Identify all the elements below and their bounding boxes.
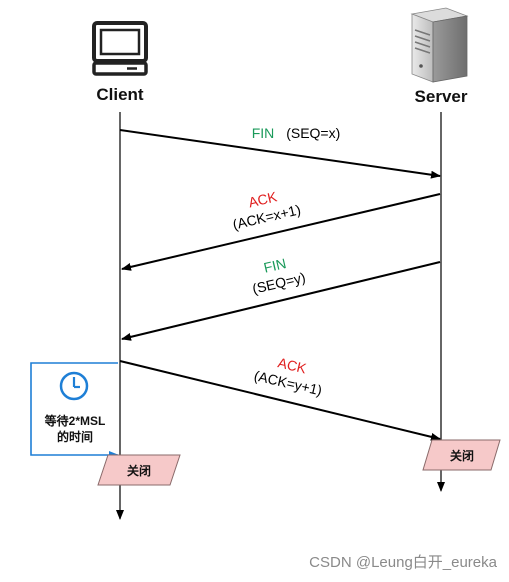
wait-box-line2: 的时间 — [57, 429, 93, 444]
message-arrow-ack-client-to-server — [119, 360, 441, 441]
message-1-detail: (SEQ=x) — [286, 125, 340, 141]
message-2-keyword: ACK — [247, 188, 279, 210]
computer-monitor-icon — [92, 21, 148, 76]
client-closed-label: 关闭 — [127, 463, 151, 478]
message-4-keyword: ACK — [276, 354, 308, 376]
message-arrow-fin-client-to-server — [119, 129, 441, 179]
message-arrow-fin-server-to-client — [121, 261, 441, 341]
server-tower-icon — [410, 7, 469, 83]
client-label: Client — [96, 85, 144, 104]
message-label-3: FIN (SEQ=y) — [251, 255, 307, 297]
server-closed-shape — [422, 439, 501, 471]
server-closed-label: 关闭 — [450, 448, 474, 463]
client-closed-state: 关闭 — [97, 454, 181, 486]
message-arrow-ack-server-to-client — [121, 193, 441, 271]
message-3-keyword: FIN — [262, 255, 288, 276]
wait-2msl-box: 等待2*MSL 的时间 — [30, 362, 119, 459]
client-closed-shape — [97, 454, 181, 486]
clock-icon — [59, 371, 89, 401]
message-label-4: ACK (ACK=y+1) — [253, 354, 324, 398]
message-label-2: ACK (ACK=x+1) — [231, 188, 302, 232]
message-label-1: FIN (SEQ=x) — [252, 125, 341, 141]
wait-box-line1: 等待2*MSL — [44, 413, 106, 428]
server-label: Server — [415, 87, 468, 106]
server-closed-state: 关闭 — [422, 439, 501, 471]
wait-box-bracket — [30, 362, 119, 459]
watermark-text: CSDN @Leung白开_eureka — [309, 554, 497, 571]
message-1-keyword: FIN — [252, 125, 275, 141]
message-3-detail: (SEQ=y) — [251, 269, 307, 297]
